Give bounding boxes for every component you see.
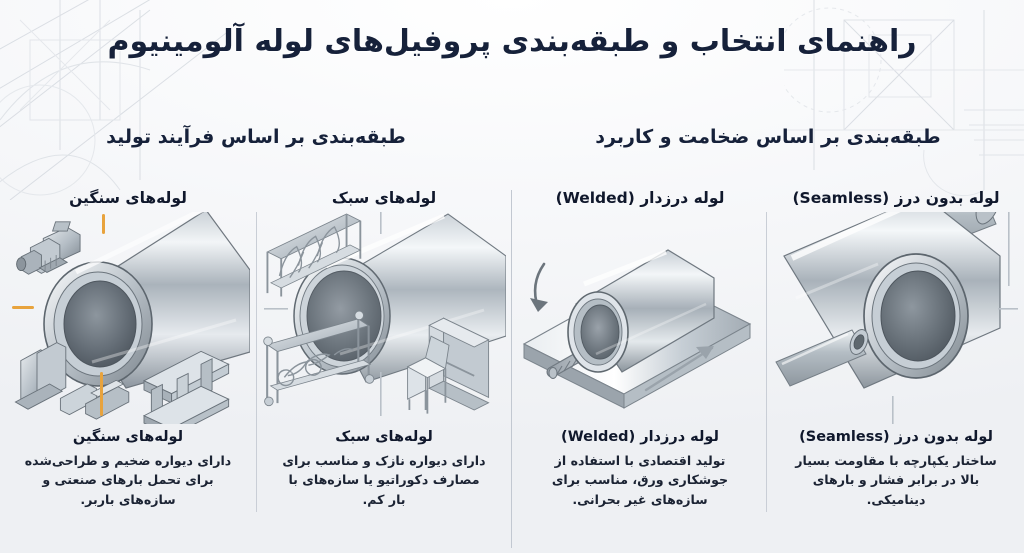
illustration-light-pipes bbox=[262, 212, 506, 424]
accent-tick bbox=[12, 306, 34, 309]
column-heavy-pipes: لوله‌های سنگین bbox=[0, 176, 256, 553]
column-divider-application bbox=[766, 212, 767, 512]
arrow-feed-direction-icon bbox=[644, 346, 714, 392]
caption-title-heavy: لوله‌های سنگین bbox=[72, 429, 184, 445]
section-divider bbox=[511, 190, 512, 548]
column-seamless-pipe: لوله بدون درز (Seamless) bbox=[768, 176, 1024, 553]
accent-tick bbox=[102, 214, 105, 234]
column-light-top-label: لوله‌های سبک bbox=[331, 189, 437, 207]
columns-container: لوله‌های سنگین bbox=[0, 176, 1024, 553]
caption-title-welded: لوله درزدار (Welded) bbox=[561, 429, 719, 445]
column-seamless-top-label: لوله بدون درز (Seamless) bbox=[792, 189, 1000, 207]
column-welded-pipe: لوله درزدار (Welded) bbox=[512, 176, 768, 553]
arrow-roll-direction-icon bbox=[530, 262, 548, 312]
illustration-welded-pipe bbox=[518, 212, 762, 424]
page-title: راهنمای انتخاب و طبقه‌بندی پروفیل‌های لو… bbox=[107, 24, 917, 59]
section-header-by-process: طبقه‌بندی بر اساس فرآیند تولید bbox=[106, 126, 406, 148]
illustration-heavy-pipes bbox=[6, 212, 250, 424]
caption-body-welded: تولید اقتصادی با استفاده از جوشکاری ورق،… bbox=[551, 452, 729, 507]
caption-body-seamless: ساختار یکپارچه با مقاومت بسیار بالا در ب… bbox=[795, 452, 997, 507]
column-divider-process bbox=[256, 212, 257, 512]
accent-tick bbox=[100, 372, 103, 416]
caption-title-seamless: لوله بدون درز (Seamless) bbox=[799, 429, 993, 445]
column-welded-top-label: لوله درزدار (Welded) bbox=[555, 189, 725, 207]
caption-title-light: لوله‌های سبک bbox=[335, 429, 433, 445]
column-heavy-top-label: لوله‌های سنگین bbox=[69, 189, 187, 207]
caption-body-light: دارای دیواره نازک و مناسب برای مصارف دکو… bbox=[282, 452, 486, 507]
section-header-by-application: طبقه‌بندی بر اساس ضخامت و کاربرد bbox=[595, 126, 941, 148]
caption-body-heavy: دارای دیواره ضخیم و طراحی‌شده برای تحمل … bbox=[24, 452, 232, 507]
illustration-seamless-pipe bbox=[774, 212, 1018, 424]
column-light-pipes: لوله‌های سبک bbox=[256, 176, 512, 553]
